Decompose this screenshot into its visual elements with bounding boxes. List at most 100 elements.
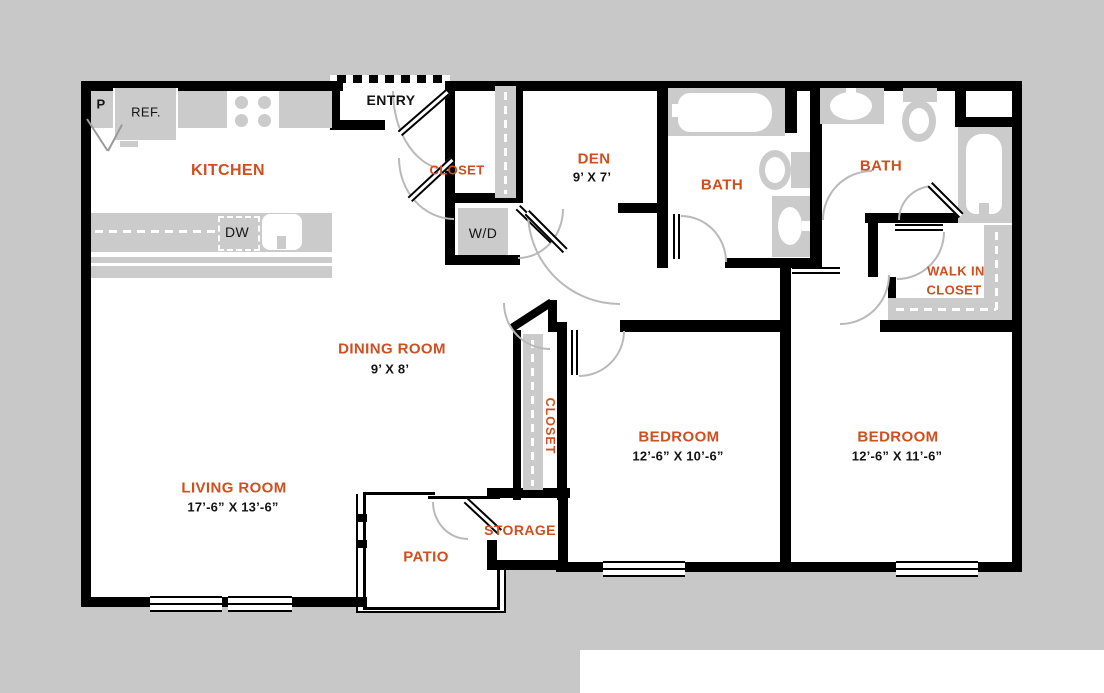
tub-faucet bbox=[672, 104, 686, 117]
living-room-label: LIVING ROOM bbox=[181, 479, 287, 497]
counter-divider bbox=[176, 88, 178, 140]
patio-outer-line bbox=[356, 494, 358, 612]
wall bbox=[955, 117, 1022, 127]
wall bbox=[513, 81, 523, 203]
storage-label: STORAGE bbox=[484, 522, 556, 538]
patio-sliding-door bbox=[363, 492, 435, 495]
bath-2-label: BATH bbox=[859, 157, 903, 175]
wall bbox=[487, 560, 568, 570]
page-margin bbox=[580, 650, 1104, 693]
dishwasher-icon bbox=[218, 216, 260, 251]
washer-dryer-label: W/D bbox=[468, 225, 498, 241]
wall bbox=[620, 320, 791, 332]
burner-icon bbox=[235, 96, 248, 109]
patio-sliding-door bbox=[428, 496, 500, 499]
counter-divider bbox=[113, 88, 115, 128]
wall bbox=[445, 255, 520, 265]
patio-wall bbox=[497, 567, 500, 610]
wall bbox=[780, 268, 791, 566]
dining-room-dimensions: 9’ X 8’ bbox=[370, 361, 410, 377]
wall bbox=[556, 562, 1022, 572]
wall bbox=[445, 81, 1022, 91]
door-leaf bbox=[895, 224, 943, 231]
wall bbox=[445, 193, 521, 203]
hall-closet-label: CLOSET bbox=[543, 397, 557, 455]
patio-label: PATIO bbox=[403, 548, 449, 566]
window bbox=[896, 561, 978, 577]
den-dimensions: 9’ X 7’ bbox=[572, 169, 612, 185]
kitchen-bar-counter bbox=[91, 266, 332, 278]
wall bbox=[557, 322, 567, 500]
floor-area-patio bbox=[356, 488, 506, 612]
wall bbox=[81, 81, 343, 91]
wall bbox=[330, 81, 340, 126]
sink-faucet bbox=[846, 88, 856, 96]
patio-rail-post bbox=[356, 540, 367, 548]
bedroom-1-dimensions: 12’-6” X 10’-6” bbox=[632, 448, 724, 464]
entry-closet-label: CLOSET bbox=[429, 162, 485, 178]
dishwasher-label: DW bbox=[224, 224, 250, 240]
den-label: DEN bbox=[577, 150, 611, 168]
wall bbox=[487, 540, 497, 570]
bathtub-icon bbox=[678, 93, 772, 132]
toilet-bowl bbox=[909, 108, 929, 134]
wall bbox=[868, 213, 878, 277]
door-leaf bbox=[673, 214, 680, 259]
closet-rod-dashed-line bbox=[504, 92, 507, 194]
patio-outer-line bbox=[504, 567, 506, 612]
toilet-tank bbox=[903, 88, 937, 102]
window bbox=[228, 596, 292, 612]
wall bbox=[558, 488, 568, 570]
tub-faucet bbox=[979, 203, 989, 215]
bedroom-2-dimensions: 12’-6” X 11’-6” bbox=[851, 448, 943, 464]
refrigerator-label: REF. bbox=[131, 104, 161, 120]
wall bbox=[810, 81, 822, 268]
wall bbox=[548, 300, 557, 332]
living-room-dimensions: 17’-6” X 13’-6” bbox=[187, 499, 279, 515]
door-leaf bbox=[792, 267, 840, 274]
wall bbox=[657, 81, 668, 268]
dining-room-label: DINING ROOM bbox=[338, 340, 446, 358]
door-leaf bbox=[571, 330, 578, 375]
bedroom-1-label: BEDROOM bbox=[638, 428, 720, 446]
wall bbox=[81, 81, 91, 607]
wall bbox=[880, 320, 1022, 332]
wall bbox=[618, 203, 668, 213]
window bbox=[150, 596, 222, 612]
bathtub-icon bbox=[966, 134, 1002, 214]
patio-rail-post bbox=[356, 514, 367, 522]
patio-wall bbox=[363, 492, 366, 610]
wall bbox=[513, 330, 521, 500]
entry-label: ENTRY bbox=[366, 92, 416, 108]
patio-wall bbox=[363, 607, 500, 610]
burner-icon bbox=[235, 114, 248, 127]
toilet-tank bbox=[791, 152, 810, 188]
wall bbox=[487, 488, 570, 498]
bedroom-2-label: BEDROOM bbox=[857, 428, 939, 446]
closet-rod-dashed-line bbox=[531, 340, 534, 486]
counter-dashed-line bbox=[95, 230, 215, 233]
kitchen-bar-counter bbox=[91, 257, 332, 263]
kitchen-label: KITCHEN bbox=[191, 162, 265, 179]
wall bbox=[81, 597, 367, 607]
sink-faucet bbox=[277, 236, 286, 249]
wall bbox=[865, 213, 1022, 223]
walk-in-closet-label-line2: CLOSET bbox=[926, 282, 982, 298]
washer-dryer-icon bbox=[458, 208, 508, 255]
refrigerator-icon bbox=[115, 88, 176, 140]
wall bbox=[725, 258, 822, 268]
burner-icon bbox=[258, 114, 271, 127]
closet-rod-dashed-line bbox=[896, 308, 996, 311]
pantry-label: P bbox=[96, 96, 106, 112]
bath-sink-icon bbox=[778, 207, 802, 245]
burner-icon bbox=[258, 96, 271, 109]
sink-faucet bbox=[802, 221, 810, 231]
entry-threshold-dashes bbox=[337, 75, 447, 83]
patio-outer-line bbox=[356, 611, 506, 613]
wall bbox=[330, 120, 385, 130]
wall bbox=[955, 81, 966, 127]
closet-rod-dashed-line bbox=[995, 232, 998, 310]
toilet-bowl bbox=[765, 157, 785, 183]
window bbox=[603, 561, 685, 577]
